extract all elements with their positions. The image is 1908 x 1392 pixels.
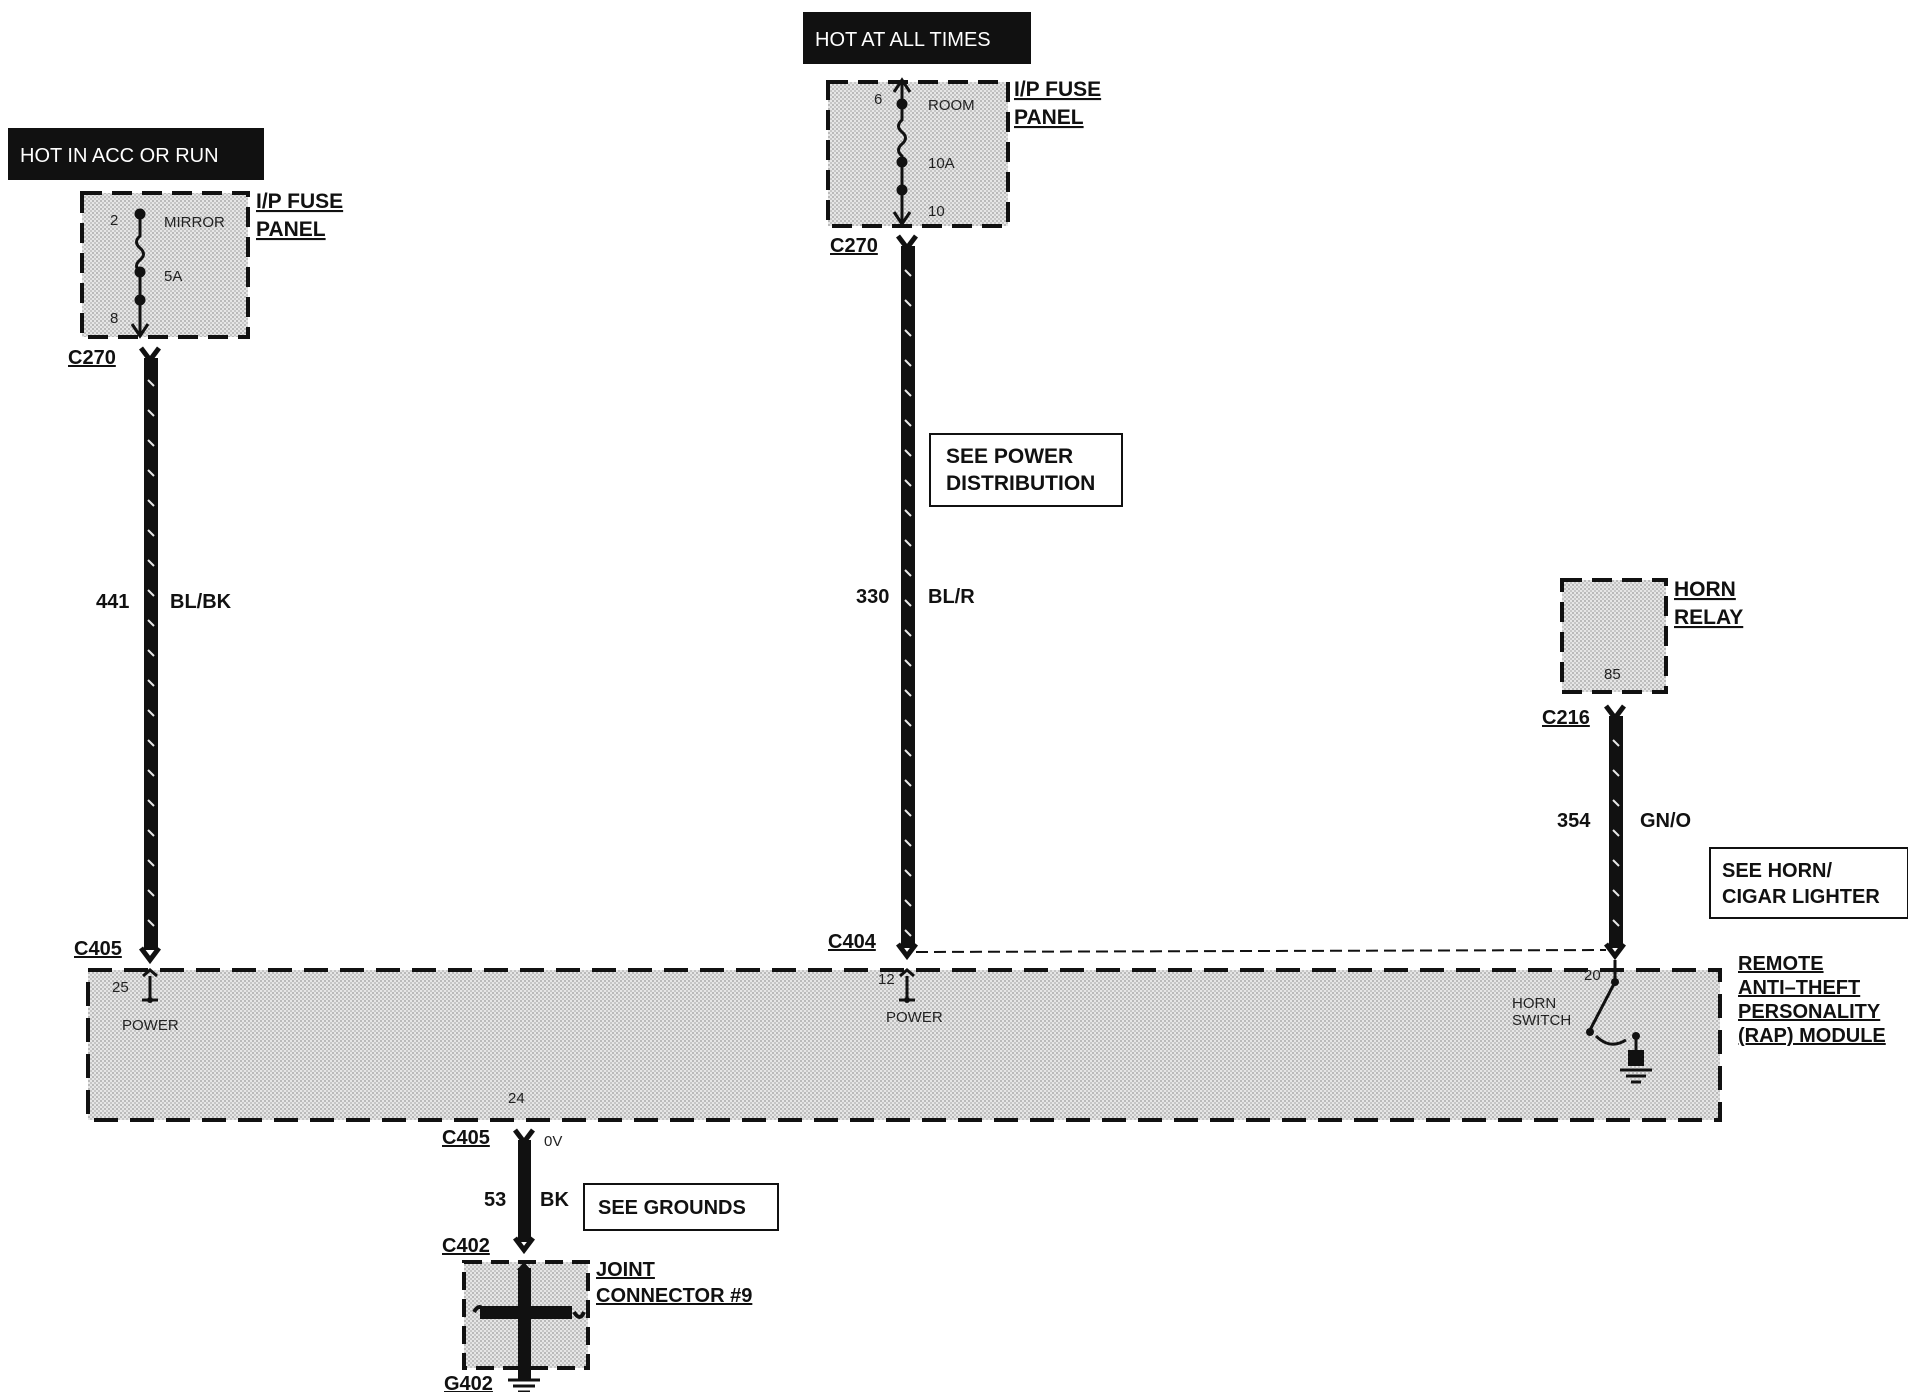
wire-330: C270 330 BL/R C404: [828, 234, 975, 961]
rap-module-label-3: PERSONALITY: [1738, 1001, 1881, 1023]
rap-module-label-1: REMOTE: [1738, 953, 1824, 975]
see-horn-ref[interactable]: SEE HORN/ CIGAR LIGHTER: [1709, 847, 1908, 919]
c404-c216-link: [915, 949, 1607, 953]
left-fuse-name: MIRROR: [164, 214, 225, 231]
wire-330-circuit: 330: [856, 586, 889, 608]
c270-center-connector: C270: [830, 235, 878, 257]
wire-354-hatching: [1612, 739, 1620, 927]
c216-lower-fork: [1604, 942, 1626, 961]
see-power-distribution-ref[interactable]: SEE POWER DISTRIBUTION: [929, 433, 1123, 507]
wire-53-voltage: 0V: [544, 1133, 562, 1150]
horn-relay-box: [1560, 578, 1668, 694]
center-power-source: HOT AT ALL TIMES I/P FUSE PANEL 6 ROOM 1…: [803, 12, 1101, 228]
left-fuse-panel-label-1: I/P FUSE: [256, 190, 343, 213]
horn-switch: 20 HORN SWITCH: [1512, 960, 1652, 1084]
c270-left-connector: C270: [68, 347, 116, 369]
wire-53-color: BK: [540, 1189, 569, 1211]
rap-module-label-2: ANTI–THEFT: [1738, 977, 1860, 999]
module-pin-12-function: POWER: [886, 1009, 943, 1026]
horn-relay-pin: 85: [1604, 666, 1621, 683]
see-grounds-text: SEE GROUNDS: [598, 1197, 746, 1219]
left-fuse-rating: 5A: [164, 268, 182, 285]
center-fuse-name: ROOM: [928, 97, 975, 114]
rap-module-box: [86, 968, 1722, 1122]
joint-connector: JOINT CONNECTOR #9 G402: [444, 1259, 752, 1392]
module-pin-24-number: 24: [508, 1090, 525, 1107]
see-grounds-ref[interactable]: SEE GROUNDS: [583, 1183, 779, 1231]
left-banner: [8, 128, 264, 180]
module-pin-12-number: 12: [878, 971, 895, 988]
g402-label: G402: [444, 1373, 493, 1392]
rap-module-label-4: (RAP) MODULE: [1738, 1025, 1886, 1047]
left-banner-text: HOT IN ACC OR RUN: [20, 145, 219, 167]
center-fuse-rating: 10A: [928, 155, 955, 172]
horn-relay-label-1: HORN: [1674, 578, 1736, 601]
ground-symbol: [508, 1378, 540, 1392]
c405-left-fork: [139, 946, 161, 965]
see-power-distribution-line1: SEE POWER: [946, 445, 1073, 468]
wire-354-color: GN/O: [1640, 810, 1691, 832]
center-banner-text: HOT AT ALL TIMES: [815, 29, 991, 51]
module-pin-12: 12 POWER: [878, 968, 943, 1026]
horn-relay: HORN RELAY 85: [1560, 578, 1743, 694]
c402-fork: [513, 1236, 535, 1255]
center-banner: [803, 12, 1031, 64]
center-fuse-pin-top: 6: [874, 91, 882, 108]
c405-left-connector: C405: [74, 938, 122, 960]
rap-module: REMOTE ANTI–THEFT PERSONALITY (RAP) MODU…: [86, 953, 1886, 1122]
see-power-distribution-line2: DISTRIBUTION: [946, 472, 1095, 495]
horn-switch-label-1: HORN: [1512, 995, 1556, 1012]
center-fuse-panel-label-2: PANEL: [1014, 106, 1084, 129]
module-pin-25-function: POWER: [122, 1017, 179, 1034]
wire-53-body: [518, 1140, 531, 1242]
wire-441-circuit: 441: [96, 591, 129, 613]
module-pin-25: 25 POWER: [112, 968, 179, 1034]
center-fuse-symbol: [892, 77, 912, 227]
c404-fork: [896, 942, 918, 961]
see-horn-line2: CIGAR LIGHTER: [1722, 886, 1880, 908]
wire-330-hatching: [904, 269, 912, 937]
c402-connector: C402: [442, 1235, 490, 1257]
left-fuse-panel-box: [80, 191, 250, 339]
left-fuse-panel-label-2: PANEL: [256, 218, 326, 241]
left-fuse-pin-top: 2: [110, 212, 118, 229]
horn-relay-label-2: RELAY: [1674, 606, 1743, 629]
wire-354: C216 354 GN/O: [915, 704, 1691, 961]
wire-354-circuit: 354: [1557, 810, 1591, 832]
joint-connector-label-2: CONNECTOR #9: [596, 1285, 752, 1307]
wire-330-body: [901, 246, 915, 948]
c405-bottom-connector: C405: [442, 1127, 490, 1149]
wire-441: C270 441 BL/BK C405: [68, 346, 232, 965]
center-fuse-panel-label-1: I/P FUSE: [1014, 78, 1101, 101]
module-pin-25-number: 25: [112, 979, 129, 996]
wire-441-hatching: [147, 379, 155, 927]
center-fuse-pin-bottom: 10: [928, 203, 945, 220]
see-horn-line1: SEE HORN/: [1722, 860, 1832, 882]
left-power-source: HOT IN ACC OR RUN I/P FUSE PANEL 2 MIRRO…: [8, 128, 343, 339]
module-pin-20-number: 20: [1584, 967, 1601, 984]
c216-connector: C216: [1542, 707, 1590, 729]
left-fuse-pin-bottom: 8: [110, 310, 118, 327]
joint-connector-label-1: JOINT: [596, 1259, 655, 1281]
left-fuse-symbol: [130, 208, 150, 339]
wire-441-color: BL/BK: [170, 591, 232, 613]
wire-53: C405 0V 53 BK C402: [442, 1127, 569, 1257]
horn-switch-label-2: SWITCH: [1512, 1012, 1571, 1029]
wire-53-circuit: 53: [484, 1189, 506, 1211]
wire-330-color: BL/R: [928, 586, 975, 608]
c404-connector: C404: [828, 931, 877, 953]
center-fuse-panel-box: [826, 80, 1010, 228]
